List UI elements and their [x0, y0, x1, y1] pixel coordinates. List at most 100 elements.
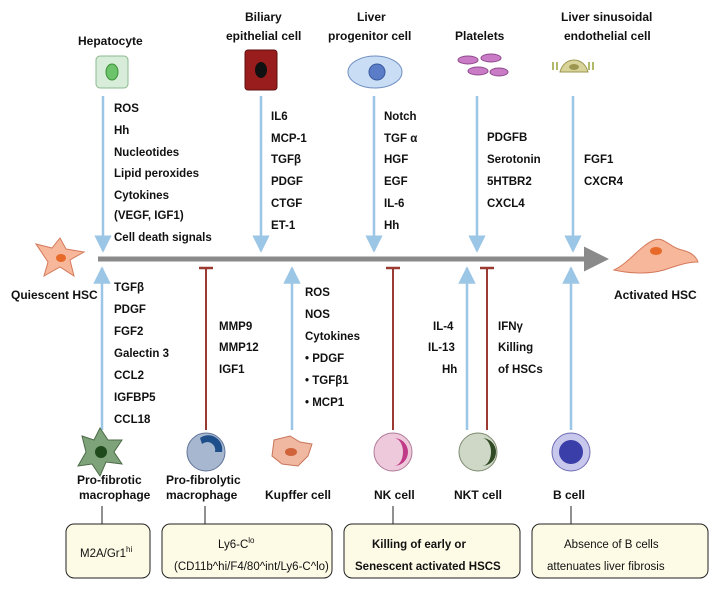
m2a-box-text: M2A/Gr1hi: [80, 545, 132, 560]
b-cell-box-line2: attenuates liver fibrosis: [547, 561, 665, 573]
list-item: Cytokines: [305, 331, 360, 343]
activated-hsc-icon: [612, 238, 699, 274]
pro-fibrolytic-label-line1: Pro-fibrolytic: [166, 473, 241, 487]
nk-box-line2: Senescent activated HSCS: [355, 561, 501, 573]
platelets-icon: [457, 53, 509, 77]
b-cell-label: B cell: [553, 488, 585, 502]
pro-fibrolytic-mediator-list: MMP9 MMP12 IGF1: [219, 321, 259, 376]
progenitor-mediator-list: Notch TGF α HGF EGF IL-6 Hh: [384, 111, 417, 232]
nkt-cell-icon: [458, 432, 498, 472]
list-item: CXCL4: [487, 198, 525, 210]
ly6c-box: Ly6-Clo (CD11b^hi/F4/80^int/Ly6-C^lo): [161, 523, 333, 579]
liver-progenitor-cell-icon: [347, 55, 403, 89]
list-item: EGF: [384, 176, 408, 188]
biliary-epithelial-cell-icon: [244, 49, 278, 91]
platelets-label: Platelets: [455, 29, 505, 43]
hepatocyte-icon: [95, 55, 129, 89]
pro-fibrolytic-label-line2: macrophage: [166, 488, 238, 502]
nk-cell-icon: [373, 432, 413, 472]
biliary-mediator-list: IL6 MCP-1 TGFβ PDGF CTGF ET-1: [271, 111, 307, 232]
pro-fibrotic-label-line1: Pro-fibrotic: [77, 473, 142, 487]
quiescent-hsc-label: Quiescent HSC: [11, 288, 98, 302]
list-item: PDGFB: [487, 132, 527, 144]
list-item: MCP-1: [271, 133, 307, 145]
pro-fibrotic-mediator-list: TGFβ PDGF FGF2 Galectin 3 CCL2 IGFBP5 CC…: [114, 282, 169, 426]
list-item: (VEGF, IGF1): [114, 210, 184, 222]
list-item: Cell death signals: [114, 232, 212, 244]
list-item: MMP12: [219, 342, 259, 354]
list-item: NOS: [305, 309, 330, 321]
list-item: FGF2: [114, 326, 143, 338]
biliary-label-line1: Biliary: [245, 10, 282, 24]
hepatocyte-label: Hepatocyte: [78, 34, 143, 48]
list-item: CCL18: [114, 414, 151, 426]
kupffer-mediator-list: ROS NOS Cytokines • PDGF • TGFβ1 • MCP1: [305, 287, 360, 409]
list-item: Lipid peroxides: [114, 168, 199, 180]
list-item: • TGFβ1: [305, 375, 349, 387]
list-item: PDGF: [271, 176, 303, 188]
quiescent-hsc-icon: [34, 237, 86, 278]
kupffer-label: Kupffer cell: [265, 488, 331, 502]
list-item: IGFBP5: [114, 392, 156, 404]
list-item: IFNγ: [498, 321, 524, 333]
list-item: TGF α: [384, 133, 417, 145]
biliary-label-line2: epithelial cell: [226, 29, 301, 43]
list-item: ROS: [114, 103, 139, 115]
list-item: IGF1: [219, 364, 245, 376]
list-item: TGFβ: [114, 282, 144, 294]
list-item: FGF1: [584, 154, 614, 166]
list-item: ET-1: [271, 220, 296, 232]
nkt-inhibit-list: IFNγ Killing of HSCs: [498, 321, 543, 376]
list-item: CXCR4: [584, 176, 624, 188]
list-item: IL-13: [428, 342, 455, 354]
progenitor-label-line1: Liver: [357, 10, 386, 24]
list-item: Hh: [114, 125, 129, 137]
ly6c-box-line2: (CD11b^hi/F4/80^int/Ly6-C^lo): [174, 561, 329, 573]
list-item: Hh: [384, 220, 399, 232]
list-item: • PDGF: [305, 353, 344, 365]
list-item: of HSCs: [498, 364, 543, 376]
nk-function-box: Killing of early or Senescent activated …: [343, 523, 521, 579]
list-item: 5HTBR2: [487, 176, 532, 188]
list-item: CTGF: [271, 198, 302, 210]
kupffer-cell-icon: [271, 435, 313, 467]
m2a-box: M2A/Gr1hi: [65, 523, 151, 579]
list-item: IL6: [271, 111, 288, 123]
lsec-label-line1: Liver sinusoidal: [561, 10, 652, 24]
nkt-label: NKT cell: [454, 488, 502, 502]
list-item: PDGF: [114, 304, 146, 316]
b-cell-icon: [551, 432, 591, 472]
ly6c-box-line1: Ly6-Clo: [218, 536, 255, 551]
list-item: IL-4: [433, 321, 454, 333]
list-item: Galectin 3: [114, 348, 169, 360]
list-item: Cytokines: [114, 190, 169, 202]
list-item: Nucleotides: [114, 147, 179, 159]
pro-fibrotic-label-line2: macrophage: [79, 488, 151, 502]
lsec-icon: [552, 59, 594, 73]
list-item: Killing: [498, 342, 533, 354]
activated-hsc-label: Activated HSC: [614, 288, 697, 302]
nk-box-line1: Killing of early or: [372, 539, 466, 551]
list-item: Hh: [442, 364, 457, 376]
b-cell-box: Absence of B cells attenuates liver fibr…: [531, 523, 709, 579]
hepatocyte-mediator-list: ROS Hh Nucleotides Lipid peroxides Cytok…: [114, 103, 212, 244]
nkt-stimulate-list: IL-4 IL-13 Hh: [428, 321, 457, 376]
lsec-label-line2: endothelial cell: [564, 29, 651, 43]
list-item: TGFβ: [271, 154, 301, 166]
list-item: MMP9: [219, 321, 252, 333]
list-item: IL-6: [384, 198, 404, 210]
list-item: • MCP1: [305, 397, 345, 409]
lsec-mediator-list: FGF1 CXCR4: [584, 154, 624, 188]
list-item: Notch: [384, 111, 417, 123]
pro-fibrotic-macrophage-icon: [77, 427, 124, 478]
list-item: ROS: [305, 287, 330, 299]
list-item: CCL2: [114, 370, 144, 382]
list-item: HGF: [384, 154, 408, 166]
progenitor-label-line2: progenitor cell: [328, 29, 411, 43]
pro-fibrolytic-macrophage-icon: [186, 432, 226, 472]
nk-label: NK cell: [374, 488, 415, 502]
b-cell-box-line1: Absence of B cells: [564, 539, 659, 551]
platelets-mediator-list: PDGFB Serotonin 5HTBR2 CXCL4: [487, 132, 541, 210]
list-item: Serotonin: [487, 154, 541, 166]
